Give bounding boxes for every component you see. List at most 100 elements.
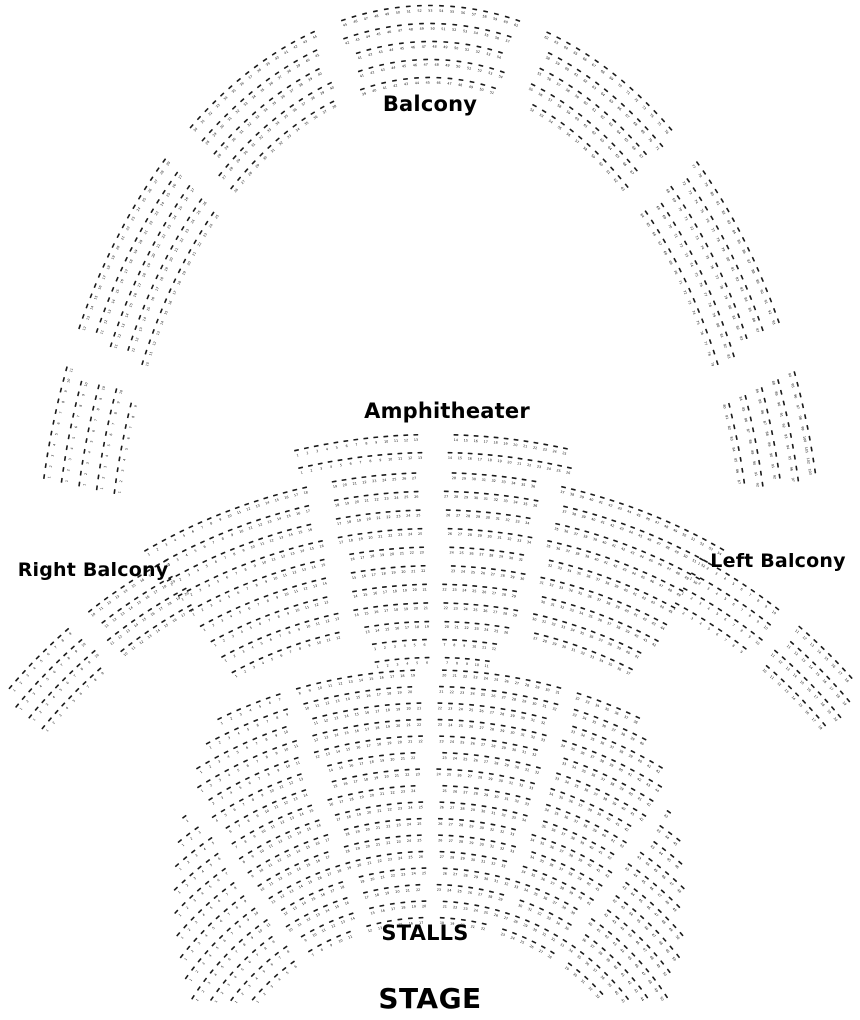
seat[interactable]: 91	[770, 462, 779, 469]
seat[interactable]: 8	[74, 402, 83, 409]
seat[interactable]: 17	[404, 621, 409, 630]
seat[interactable]: 24	[410, 785, 416, 793]
seat[interactable]: 48	[665, 541, 673, 550]
seat[interactable]: 68	[662, 248, 672, 256]
seat[interactable]: 19	[383, 887, 390, 896]
seat[interactable]: 30	[572, 968, 581, 978]
seat[interactable]: 5	[714, 607, 723, 617]
seat[interactable]: 23	[386, 853, 393, 862]
seat[interactable]: 14	[332, 728, 339, 738]
seat[interactable]: 2	[97, 474, 106, 480]
seat[interactable]: 14	[152, 624, 161, 634]
seat[interactable]: 40	[588, 493, 596, 502]
seat[interactable]: 20	[407, 686, 413, 694]
seat[interactable]: 1	[182, 814, 191, 824]
seat[interactable]: 4	[65, 445, 75, 451]
seat[interactable]: 26	[483, 604, 489, 613]
seat[interactable]: 57	[574, 135, 583, 144]
seat[interactable]: 39	[605, 954, 614, 963]
seat[interactable]: 33	[517, 534, 523, 543]
seat[interactable]: 34	[571, 761, 579, 770]
seat[interactable]: 65	[645, 219, 655, 228]
seat[interactable]: 6	[215, 915, 224, 924]
seat[interactable]: 39	[293, 59, 301, 69]
seat[interactable]: 63	[608, 118, 617, 128]
seat[interactable]: 34	[566, 564, 574, 573]
seat[interactable]: 45	[401, 60, 407, 69]
seat[interactable]: 18	[347, 534, 353, 543]
seat[interactable]: 5	[211, 942, 220, 951]
seat[interactable]: 43	[622, 563, 629, 572]
seat[interactable]: 82	[722, 341, 732, 349]
seat[interactable]: 11	[346, 930, 353, 940]
seat[interactable]: 19	[450, 917, 456, 926]
seat[interactable]: 35	[280, 110, 289, 120]
seat[interactable]: 34	[555, 916, 563, 926]
seat[interactable]: 10	[763, 621, 772, 631]
seat[interactable]: 6	[87, 427, 96, 433]
seat[interactable]: 44	[310, 30, 318, 40]
seat[interactable]: 13	[809, 639, 818, 648]
seat[interactable]: 11	[314, 617, 321, 626]
seat[interactable]: 42	[641, 591, 649, 601]
seat[interactable]: 48	[663, 520, 671, 529]
seat[interactable]: 4	[34, 680, 44, 689]
seat[interactable]: 46	[643, 922, 652, 931]
seat[interactable]: 33	[503, 494, 509, 504]
seat[interactable]: 13	[112, 590, 121, 600]
seat[interactable]: 30	[532, 923, 540, 933]
seat[interactable]: 20	[134, 237, 143, 245]
seat[interactable]: 37	[596, 593, 604, 602]
seat[interactable]: 80	[715, 321, 725, 328]
seat[interactable]: 25	[469, 703, 475, 712]
seat[interactable]: 34	[529, 851, 537, 860]
seat[interactable]: 58	[545, 52, 553, 61]
seat[interactable]: 38	[607, 637, 615, 647]
seat[interactable]: 13	[324, 747, 331, 757]
seat[interactable]: 40	[601, 536, 609, 545]
seat[interactable]: 1	[41, 725, 50, 734]
seat[interactable]: 11	[280, 569, 288, 578]
seat[interactable]: 8	[109, 409, 118, 416]
seat[interactable]: 34	[220, 92, 229, 101]
seat[interactable]: 6	[214, 852, 223, 862]
seat[interactable]: 48	[434, 58, 440, 67]
seat[interactable]: 38	[283, 65, 292, 74]
seat[interactable]: 1	[294, 449, 300, 458]
seat[interactable]: 30	[520, 711, 527, 721]
seat[interactable]: 5	[233, 745, 241, 755]
seat[interactable]: 31	[541, 928, 549, 937]
seat[interactable]: 74	[649, 109, 658, 119]
seat[interactable]: 23	[162, 221, 172, 230]
seat[interactable]: 42	[623, 823, 632, 832]
seat[interactable]: 23	[415, 768, 421, 776]
seat[interactable]: 3	[206, 599, 214, 608]
seat[interactable]: 30	[189, 124, 198, 133]
seat[interactable]: 45	[636, 508, 643, 518]
seat[interactable]: 26	[180, 194, 189, 202]
seat[interactable]: 22	[437, 702, 443, 710]
seat[interactable]: 5	[722, 592, 731, 602]
seat[interactable]: 55	[536, 67, 545, 77]
seat[interactable]: 38	[597, 947, 606, 956]
seat[interactable]: 10	[141, 360, 150, 367]
seat[interactable]: 18	[400, 901, 406, 910]
seat[interactable]: 15	[124, 300, 134, 308]
seat[interactable]: 35	[523, 497, 529, 507]
seat[interactable]: 33	[528, 781, 536, 791]
seat[interactable]: 36	[555, 542, 562, 551]
seat[interactable]: 83	[729, 435, 738, 441]
seat[interactable]: 42	[638, 813, 647, 822]
seat[interactable]: 62	[582, 74, 591, 84]
seat[interactable]: 40	[302, 54, 311, 63]
seat[interactable]: 16	[342, 897, 350, 906]
seat[interactable]: 11	[397, 452, 402, 461]
seat[interactable]: 13	[334, 694, 340, 704]
seat[interactable]: 50	[659, 993, 669, 1002]
seat[interactable]: 27	[450, 801, 455, 810]
seat[interactable]: 50	[692, 576, 701, 585]
seat[interactable]: 24	[204, 220, 214, 229]
seat[interactable]: 10	[262, 805, 270, 814]
seat[interactable]: 17	[370, 568, 377, 578]
seat[interactable]: 11	[95, 602, 105, 612]
